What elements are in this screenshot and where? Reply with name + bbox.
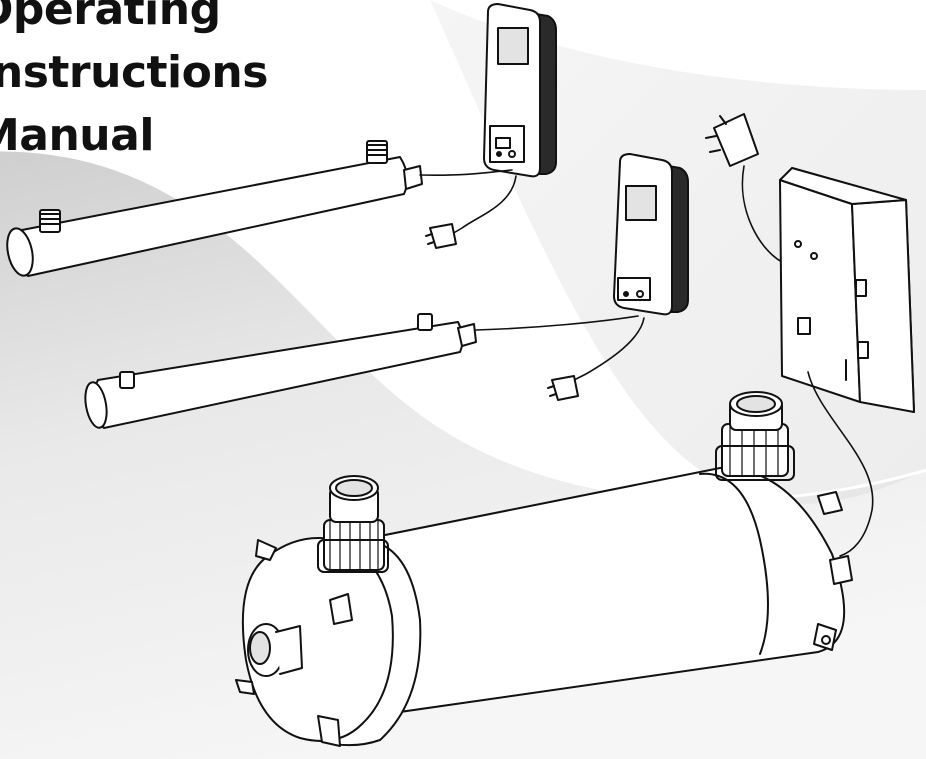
uv-chamber-industrial (235, 391, 853, 747)
end-flange-bolts (813, 491, 853, 651)
control-unit-top (483, 3, 557, 178)
title-line-1: Operating (0, 0, 221, 35)
uv-chamber-medium (84, 313, 477, 429)
power-cable-middle (475, 315, 645, 381)
control-unit-middle (613, 153, 689, 316)
top-union-right (715, 391, 795, 481)
uk-plug-middle (547, 375, 579, 401)
power-cable-top (419, 169, 517, 235)
title-line-3: Manual (0, 110, 154, 161)
top-union-left (317, 475, 389, 573)
uv-chamber-large (6, 140, 423, 277)
power-cable-industrial (807, 371, 874, 557)
side-nozzle (247, 623, 303, 677)
title-line-2: Instructions (0, 47, 268, 98)
manual-title: Operating Instructions Manual (0, 0, 268, 167)
control-box-wall (779, 167, 915, 413)
power-cable-wall (741, 165, 783, 263)
uk-plug-wall (705, 113, 759, 167)
uk-plug-top (425, 223, 457, 249)
